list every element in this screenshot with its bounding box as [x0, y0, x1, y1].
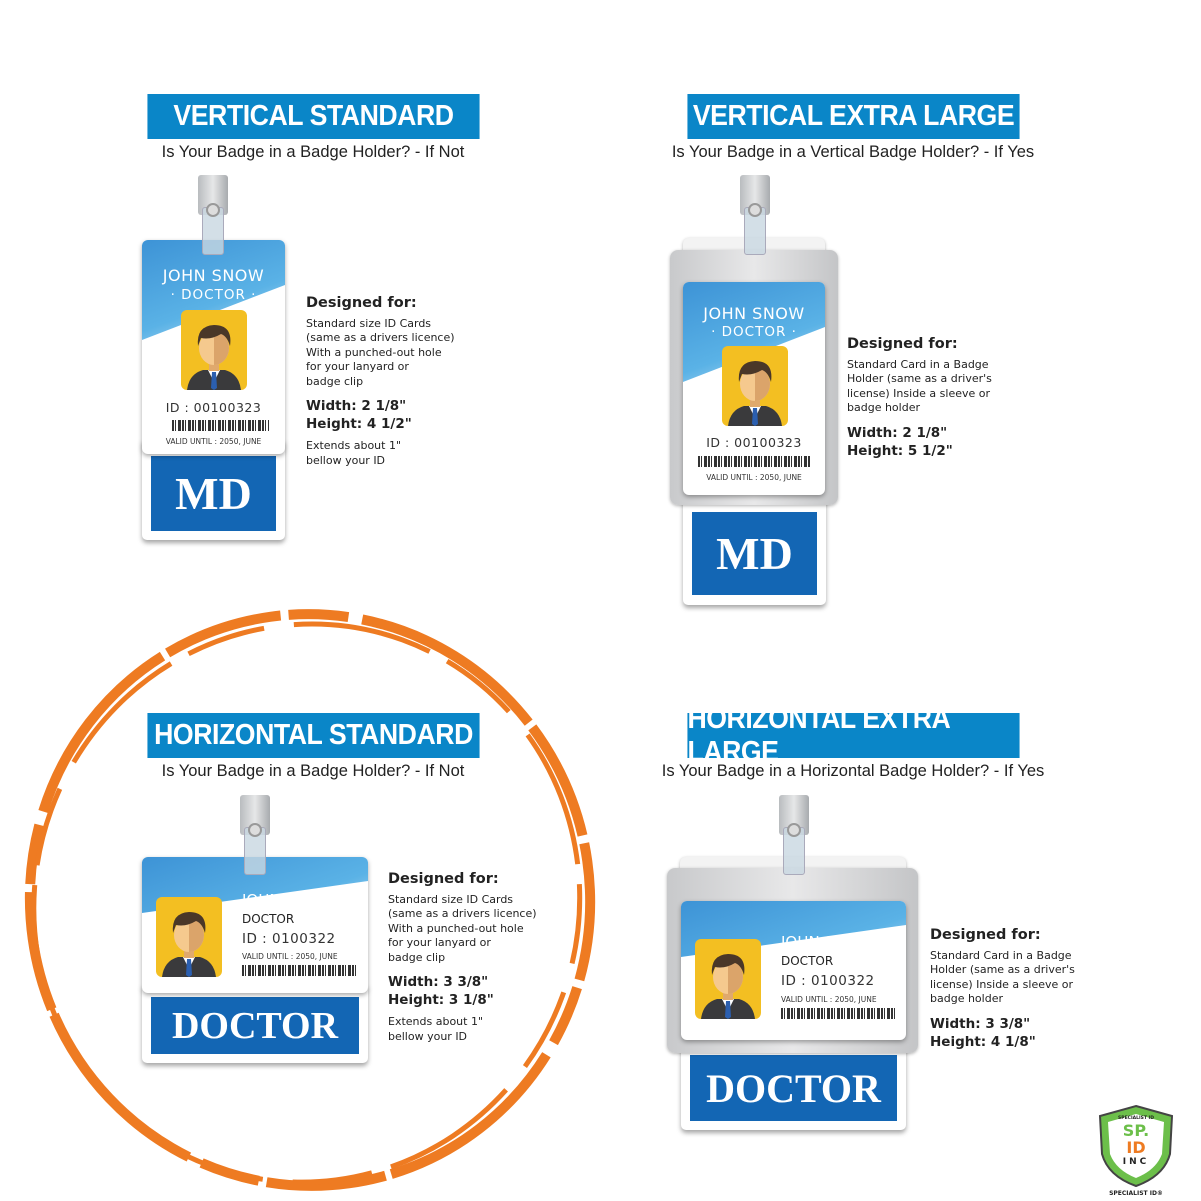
info-height: Height: 4 1/2": [306, 416, 412, 432]
card-role: · DOCTOR ·: [711, 324, 797, 340]
logo-top-text: SPECIALIST ID: [1118, 1116, 1154, 1121]
barcode: [698, 456, 810, 467]
card-valid: VALID UNTIL : 2050, JUNE: [706, 473, 802, 482]
logo-caption: SPECIALIST ID®: [1109, 1190, 1163, 1197]
avatar-photo: [722, 346, 788, 426]
badge-tab: MD: [142, 440, 285, 540]
info-line: for your lanyard or: [388, 936, 491, 949]
id-card: JOHN SNOW DOCTOR ID : 0100322 VALID UNTI…: [681, 901, 906, 1040]
info-block: Designed for: Standard Card in a Badge H…: [847, 337, 992, 460]
info-line: Holder (same as a driver's: [847, 372, 992, 385]
info-line: Standard size ID Cards: [306, 316, 432, 330]
info-block: Designed for: Standard size ID Cards (sa…: [388, 872, 537, 1044]
panel-title: HORIZONTAL EXTRA LARGE: [687, 703, 1020, 768]
card-valid: VALID UNTIL : 2050, JUNE: [242, 952, 338, 961]
info-block: Designed for: Standard Card in a Badge H…: [930, 928, 1075, 1051]
panel-subtitle: Is Your Badge in a Vertical Badge Holder…: [671, 143, 1035, 161]
info-line: for your lanyard or: [306, 360, 409, 373]
card-name: JOHN SNOW: [703, 304, 805, 323]
info-width: Width: 2 1/8": [306, 398, 407, 414]
barcode: [781, 1008, 895, 1019]
badge-clip-icon: [740, 175, 770, 255]
logo-mark: ID: [1126, 1138, 1146, 1157]
info-extends: Extends about 1": [306, 439, 402, 452]
card-id: ID : 0100322: [781, 973, 875, 989]
panel-subtitle: Is Your Badge in a Horizontal Badge Hold…: [661, 762, 1045, 780]
id-card: JOHN SNOW · DOCTOR · ID : 00100323 VALID…: [683, 282, 825, 495]
info-line: With a punched-out hole: [306, 345, 442, 359]
info-extends: bellow your ID: [306, 453, 386, 467]
info-line: badge clip: [306, 374, 364, 388]
badge-tab-label: MD: [151, 456, 276, 531]
badge-clip-icon: [779, 795, 809, 875]
info-extends: Extends about 1": [388, 1015, 484, 1028]
highlight-circle: [24, 609, 596, 1191]
badge-tab: DOCTOR: [142, 985, 368, 1063]
specialist-id-logo: SPECIALIST ID SP. ID INC SPECIALIST ID®: [1096, 1104, 1176, 1200]
info-heading: Designed for:: [388, 871, 499, 887]
panel-title: VERTICAL STANDARD: [147, 94, 480, 139]
logo-mark: INC: [1122, 1157, 1150, 1167]
info-line: badge clip: [388, 950, 446, 964]
badge-tab: MD: [683, 495, 826, 605]
card-name: JOHN SNOW: [242, 891, 333, 909]
info-line: (same as a drivers licence): [388, 907, 537, 920]
info-line: badge holder: [847, 401, 920, 414]
info-line: With a punched-out hole: [388, 921, 524, 935]
panel-title: VERTICAL EXTRA LARGE: [687, 94, 1020, 139]
card-id: ID : 00100323: [165, 400, 262, 415]
info-line: Holder (same as a driver's: [930, 963, 1075, 976]
info-heading: Designed for:: [306, 295, 417, 311]
info-block: Designed for: Standard size ID Cards (sa…: [306, 296, 455, 468]
info-width: Width: 2 1/8": [847, 424, 948, 441]
shield-icon: [1098, 1104, 1174, 1188]
card-id: ID : 0100322: [242, 931, 336, 947]
info-line: badge holder: [930, 992, 1003, 1005]
card-name: JOHN SNOW: [781, 933, 872, 951]
info-extends: bellow your ID: [388, 1029, 468, 1043]
badge-tab-label: DOCTOR: [151, 997, 359, 1054]
panel-subtitle: Is Your Badge in a Badge Holder? - If No…: [161, 143, 465, 161]
barcode: [242, 965, 356, 976]
badge-tab: DOCTOR: [681, 1040, 906, 1130]
info-line: Standard Card in a Badge: [847, 357, 989, 371]
id-card: JOHN SNOW DOCTOR ID : 0100322 VALID UNTI…: [142, 857, 368, 993]
avatar-photo: [181, 310, 247, 390]
info-heading: Designed for:: [930, 927, 1041, 943]
avatar-photo: [695, 937, 761, 1021]
info-line: (same as a drivers licence): [306, 331, 455, 344]
card-valid: VALID UNTIL : 2050, JUNE: [165, 437, 262, 446]
badge-clip-icon: [198, 175, 228, 255]
info-line: Standard Card in a Badge: [930, 948, 1072, 962]
logo-mark: SP.: [1122, 1121, 1150, 1140]
info-line: license) Inside a sleeve or: [847, 386, 991, 400]
info-width: Width: 3 3/8": [930, 1015, 1031, 1032]
card-name: JOHN SNOW: [162, 266, 265, 285]
badge-clip-icon: [240, 795, 270, 875]
info-width: Width: 3 3/8": [388, 974, 489, 990]
info-height: Height: 5 1/2": [847, 442, 953, 459]
info-line: license) Inside a sleeve or: [930, 977, 1074, 991]
avatar-photo: [156, 895, 222, 979]
info-height: Height: 3 1/8": [388, 992, 494, 1008]
badge-tab-label: MD: [692, 512, 817, 595]
badge-tab-label: DOCTOR: [690, 1055, 897, 1121]
card-valid: VALID UNTIL : 2050, JUNE: [781, 995, 877, 1004]
id-card: JOHN SNOW · DOCTOR · ID : 00100323 VALID…: [142, 240, 285, 454]
panel-title: HORIZONTAL STANDARD: [147, 713, 480, 758]
panel-subtitle: Is Your Badge in a Badge Holder? - If No…: [161, 762, 465, 780]
info-line: Standard size ID Cards: [388, 892, 514, 906]
card-role: · DOCTOR ·: [170, 287, 257, 303]
info-heading: Designed for:: [847, 336, 958, 352]
info-height: Height: 4 1/8": [930, 1033, 1036, 1050]
card-role: DOCTOR: [781, 954, 834, 968]
card-role: DOCTOR: [242, 912, 295, 926]
card-id: ID : 00100323: [706, 435, 802, 450]
barcode: [172, 420, 269, 431]
